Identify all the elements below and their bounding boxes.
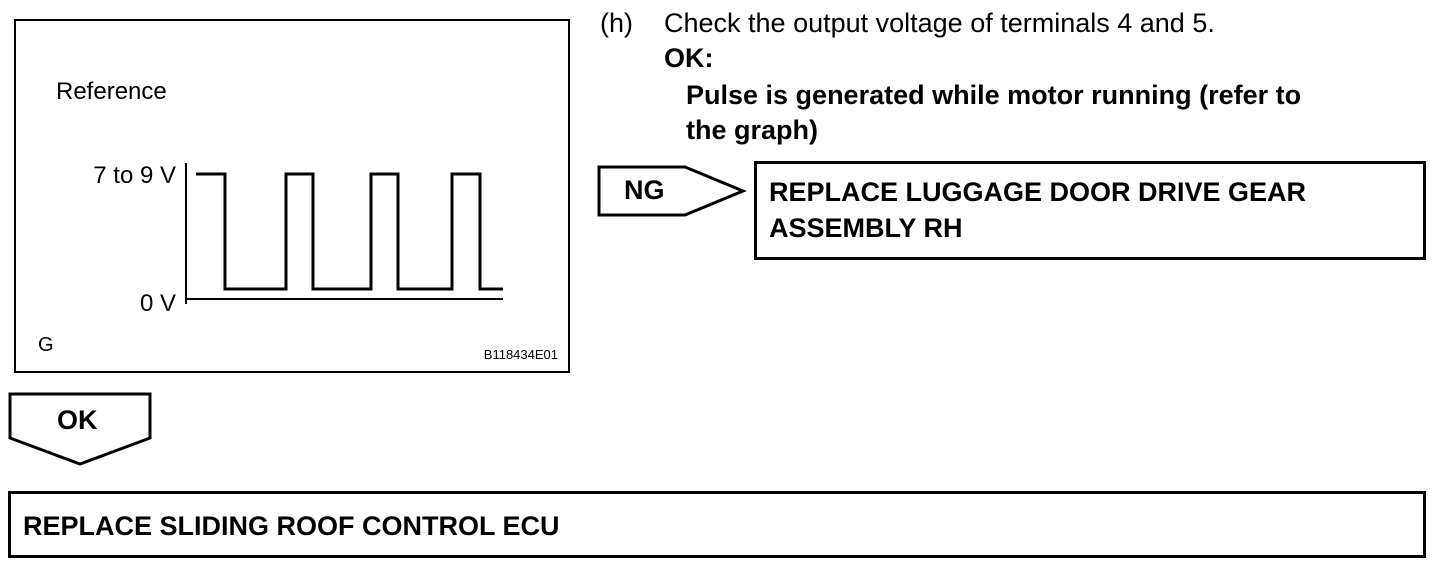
ok-tag: OK: [57, 405, 98, 435]
ng-action-line1: REPLACE LUGGAGE DOOR DRIVE GEAR: [769, 177, 1307, 207]
ok-condition-label: OK:: [664, 43, 714, 73]
ok-condition-line1: Pulse is generated while motor running (…: [686, 80, 1302, 110]
pulse-waveform: [196, 172, 503, 291]
ok-condition-line2: the graph): [686, 115, 818, 145]
ng-action-line2: ASSEMBLY RH: [769, 213, 963, 243]
figure-label: Reference: [56, 78, 167, 105]
step-marker: (h): [600, 8, 633, 38]
pulse-graph: [185, 163, 503, 304]
ok-action-text: REPLACE SLIDING ROOF CONTROL ECU: [23, 511, 560, 541]
ng-action-box: REPLACE LUGGAGE DOOR DRIVE GEAR ASSEMBLY…: [754, 161, 1426, 260]
step-instruction: Check the output voltage of terminals 4 …: [664, 8, 1215, 38]
ng-tag: NG: [624, 175, 665, 205]
corner-mark: G: [38, 334, 54, 356]
y-low-label: 0 V: [139, 290, 176, 317]
figure-id: B118434E01: [483, 347, 558, 362]
ok-down-arrow-icon: [8, 392, 152, 466]
ok-action-box: REPLACE SLIDING ROOF CONTROL ECU: [8, 491, 1426, 558]
reference-figure: Reference 7 to 9 V 0 V G B118434E01: [14, 19, 570, 373]
y-high-label: 7 to 9 V: [93, 162, 176, 189]
ng-arrow-icon: [597, 165, 747, 217]
